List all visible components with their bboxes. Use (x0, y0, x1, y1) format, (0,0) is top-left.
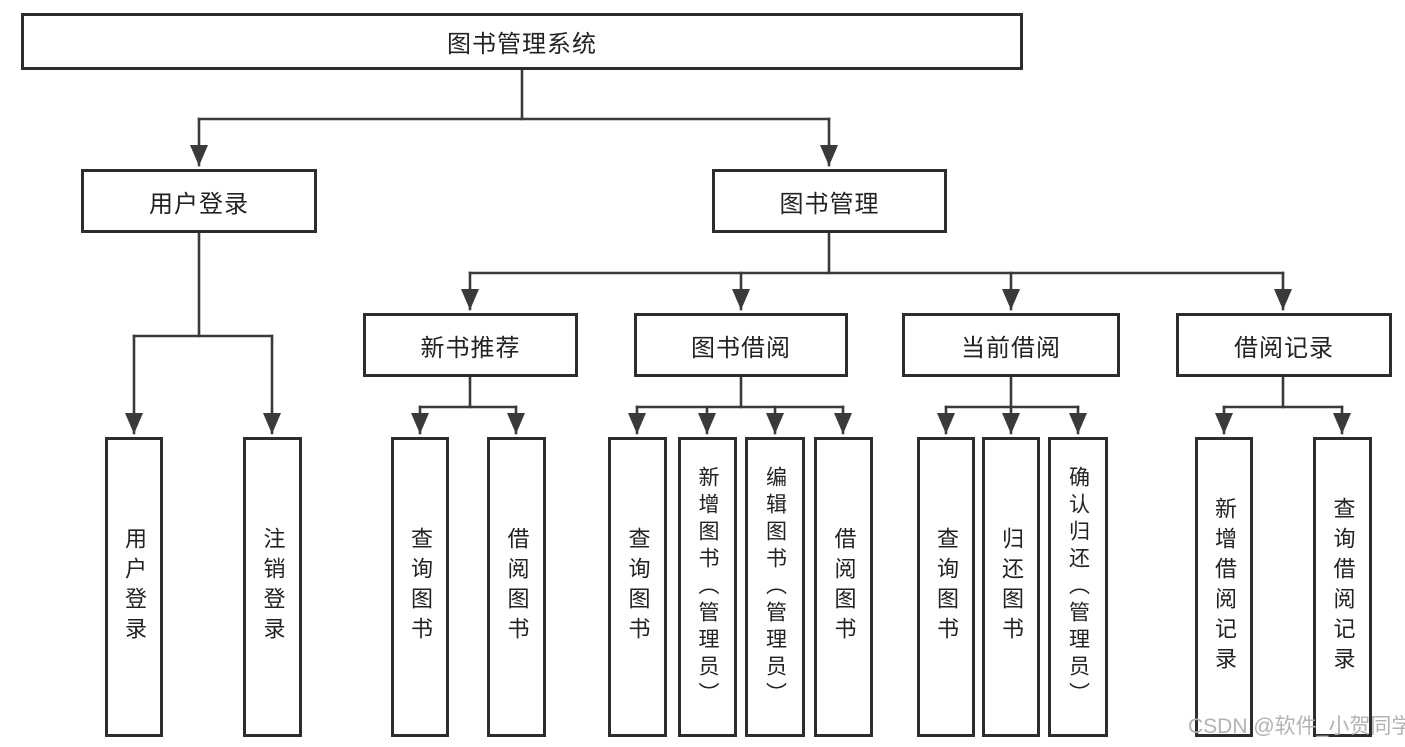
node-leaf-query-borrow-record: 查询借阅记录 (1313, 437, 1372, 737)
node-leaf-logout: 注销登录 (243, 437, 302, 737)
node-leaf-query-books-2: 查询图书 (608, 437, 667, 737)
node-root: 图书管理系统 (21, 13, 1023, 70)
node-leaf-borrow-books-2: 借阅图书 (814, 437, 873, 737)
node-current-borrowing: 当前借阅 (902, 313, 1120, 377)
node-leaf-borrow-books-1: 借阅图书 (487, 437, 546, 737)
node-leaf-add-borrow-record: 新增借阅记录 (1195, 437, 1253, 737)
node-book-management: 图书管理 (712, 169, 947, 233)
node-leaf-confirm-return-admin: 确认归还（管理员） (1048, 437, 1108, 737)
node-leaf-return-book: 归还图书 (982, 437, 1040, 737)
node-leaf-user-login: 用户登录 (105, 437, 163, 737)
node-leaf-edit-book-admin: 编辑图书（管理员） (745, 437, 805, 737)
node-leaf-query-books-1: 查询图书 (391, 437, 449, 737)
watermark: CSDN @软件_小贺同学 (1188, 715, 1405, 738)
node-borrowing-records: 借阅记录 (1176, 313, 1392, 377)
node-new-book-recommend: 新书推荐 (363, 313, 578, 377)
node-user-login: 用户登录 (81, 169, 317, 233)
node-leaf-add-book-admin: 新增图书（管理员） (678, 437, 737, 737)
node-book-borrowing: 图书借阅 (634, 313, 848, 377)
node-leaf-query-books-3: 查询图书 (917, 437, 975, 737)
